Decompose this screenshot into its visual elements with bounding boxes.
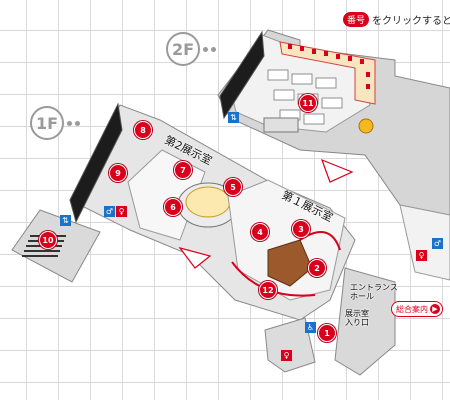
map-marker-1[interactable]: 1	[318, 324, 336, 342]
number-badge: 番号	[343, 11, 370, 27]
instruction-text: をクリックすると詳	[372, 15, 450, 27]
room-label-entrance-hall: エントランス ホール	[350, 283, 398, 301]
floor-2f-building	[217, 29, 450, 281]
floor-label-2f[interactable]: 2F	[166, 32, 216, 66]
room-label-gallery-entrance: 展示室 入り口	[345, 309, 369, 327]
restroom-icon: ♂	[104, 206, 115, 217]
restroom-icon: ♀	[281, 350, 292, 361]
floor-label-1f[interactable]: 1F	[30, 106, 80, 140]
floor-1f-building	[11, 102, 396, 376]
restroom-icon: ♀	[416, 250, 427, 261]
instruction-banner: 番号 をクリックすると詳	[343, 10, 450, 28]
map-marker-7[interactable]: 7	[174, 161, 192, 179]
dots-icon	[203, 46, 216, 52]
elevator-icon: ⇅	[60, 215, 71, 226]
elevator-icon: ⇅	[228, 112, 239, 123]
map-marker-6[interactable]: 6	[164, 198, 182, 216]
general-info-label: 総合案内	[396, 304, 428, 314]
map-marker-5[interactable]: 5	[224, 178, 242, 196]
map-marker-2[interactable]: 2	[308, 259, 326, 277]
map-marker-9[interactable]: 9	[109, 164, 127, 182]
map-marker-4[interactable]: 4	[251, 223, 269, 241]
restroom-icon: ♂	[432, 238, 443, 249]
dots-icon	[67, 120, 80, 126]
general-info-button[interactable]: 総合案内 ▶	[391, 301, 443, 317]
floor-1f-badge: 1F	[30, 106, 64, 140]
floor-2f-badge: 2F	[166, 32, 200, 66]
map-marker-3[interactable]: 3	[292, 220, 310, 238]
map-marker-11[interactable]: 11	[299, 94, 317, 112]
map-marker-10[interactable]: 10	[39, 231, 57, 249]
arrow-right-icon: ▶	[430, 304, 440, 314]
map-marker-8[interactable]: 8	[134, 121, 152, 139]
restroom-icon: ♀	[116, 206, 127, 217]
accessible-restroom-icon: ♿	[305, 322, 316, 333]
map-marker-12[interactable]: 12	[259, 281, 277, 299]
